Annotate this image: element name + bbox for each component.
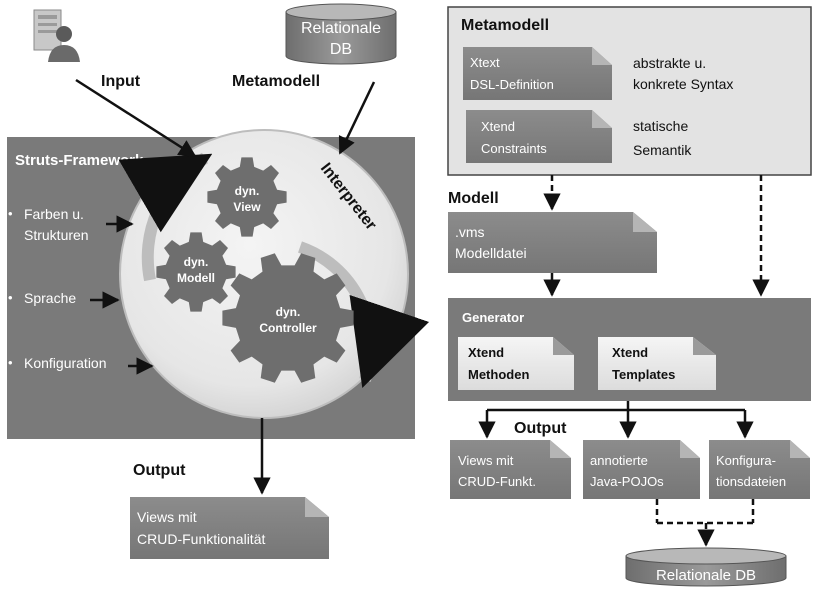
templates-line1: Xtend <box>612 345 648 360</box>
methods-line1: Xtend <box>468 345 504 360</box>
gear-shape <box>222 253 354 383</box>
gear-view-line2: View <box>233 200 261 214</box>
metamodel-title-right: Metamodell <box>461 17 549 34</box>
gear-controller-icon: dyn. Controller <box>222 253 354 383</box>
side-item-colors: • Farben u. Strukturen <box>8 206 89 243</box>
relational-db-cylinder-top: Relationale DB <box>285 3 397 65</box>
templates-line2: Templates <box>612 367 675 382</box>
xtend-templates-document: Xtend Templates <box>598 337 716 390</box>
xtext-desc-line2: konkrete Syntax <box>633 76 733 92</box>
input-arrow <box>75 78 197 158</box>
model-doc-line2: Modelldatei <box>455 245 527 261</box>
out-config-line1: Konfigura- <box>716 453 776 468</box>
out-pojos-line2: Java-POJOs <box>590 474 664 489</box>
input-label: Input <box>101 73 141 90</box>
output-label-right: Output <box>514 420 567 437</box>
side-item-language-text: Sprache <box>24 290 76 306</box>
svg-text:•: • <box>8 355 13 370</box>
output-doc-config: Konfigura- tionsdateien <box>709 440 810 499</box>
gear-model-icon: dyn. Modell <box>156 232 236 312</box>
metamodel-label-left: Metamodell <box>232 73 320 90</box>
out-config-line2: tionsdateien <box>716 474 786 489</box>
model-doc-line1: .vms <box>455 224 485 240</box>
output-branch-arrows <box>478 401 754 439</box>
output-label-left: Output <box>133 462 186 479</box>
xtend-constraints-document: Xtend Constraints <box>466 110 612 163</box>
out-pojos-line1: annotierte <box>590 453 648 468</box>
db-bottom-label: Relationale DB <box>656 567 756 584</box>
side-item-colors-line1: Farben u. <box>24 206 84 222</box>
xtend-line1: Xtend <box>481 119 515 134</box>
xtext-line2: DSL-Definition <box>470 77 554 92</box>
methods-line2: Methoden <box>468 367 529 382</box>
xtend-line2: Constraints <box>481 141 547 156</box>
metamodel-arrow-left <box>338 81 376 155</box>
model-title: Modell <box>448 190 499 207</box>
xtend-desc-line2: Semantik <box>633 142 692 158</box>
output-doc-views: Views mit CRUD-Funkt. <box>450 440 571 499</box>
gear-shape <box>156 232 236 312</box>
db-top-line2: DB <box>330 41 352 58</box>
gear-view-icon: dyn. View <box>207 157 287 237</box>
output-doc-pojos: annotierte Java-POJOs <box>583 440 700 499</box>
svg-text:•: • <box>8 206 13 221</box>
gear-model-line1: dyn. <box>184 255 209 269</box>
output-doc-left-line2: CRUD-Funktionalität <box>137 531 265 547</box>
xtext-desc-line1: abstrakte u. <box>633 55 706 71</box>
side-item-language: • Sprache <box>8 290 76 306</box>
generator-title: Generator <box>462 310 524 325</box>
model-document: .vms Modelldatei <box>448 212 657 273</box>
gear-controller-line1: dyn. <box>276 305 301 319</box>
output-to-db-dashed-arrows <box>655 499 755 547</box>
db-top-line1: Relationale <box>301 20 381 37</box>
out-views-line1: Views mit <box>458 453 514 468</box>
framework-title: Struts-Framework <box>15 152 144 169</box>
side-item-config: • Konfiguration <box>8 355 107 371</box>
output-doc-left-line1: Views mit <box>137 509 197 525</box>
xtext-document: Xtext DSL-Definition <box>463 47 612 100</box>
svg-text:•: • <box>8 290 13 305</box>
gear-controller-line2: Controller <box>259 321 317 335</box>
side-item-colors-line2: Strukturen <box>24 227 89 243</box>
xtend-methods-document: Xtend Methoden <box>458 337 574 390</box>
xtext-line1: Xtext <box>470 55 500 70</box>
user-computer-icon <box>33 9 80 62</box>
relational-db-cylinder-bottom: Relationale DB <box>625 547 787 587</box>
gear-view-line1: dyn. <box>235 184 260 198</box>
flow-arc-left <box>118 152 213 282</box>
output-document-left: Views mit CRUD-Funktionalität <box>130 497 329 559</box>
flow-arc-right <box>297 241 430 388</box>
side-item-config-text: Konfiguration <box>24 355 107 371</box>
out-views-line2: CRUD-Funkt. <box>458 474 536 489</box>
xtend-desc-line1: statische <box>633 118 688 134</box>
gear-model-line2: Modell <box>177 271 215 285</box>
gear-shape <box>207 157 287 237</box>
